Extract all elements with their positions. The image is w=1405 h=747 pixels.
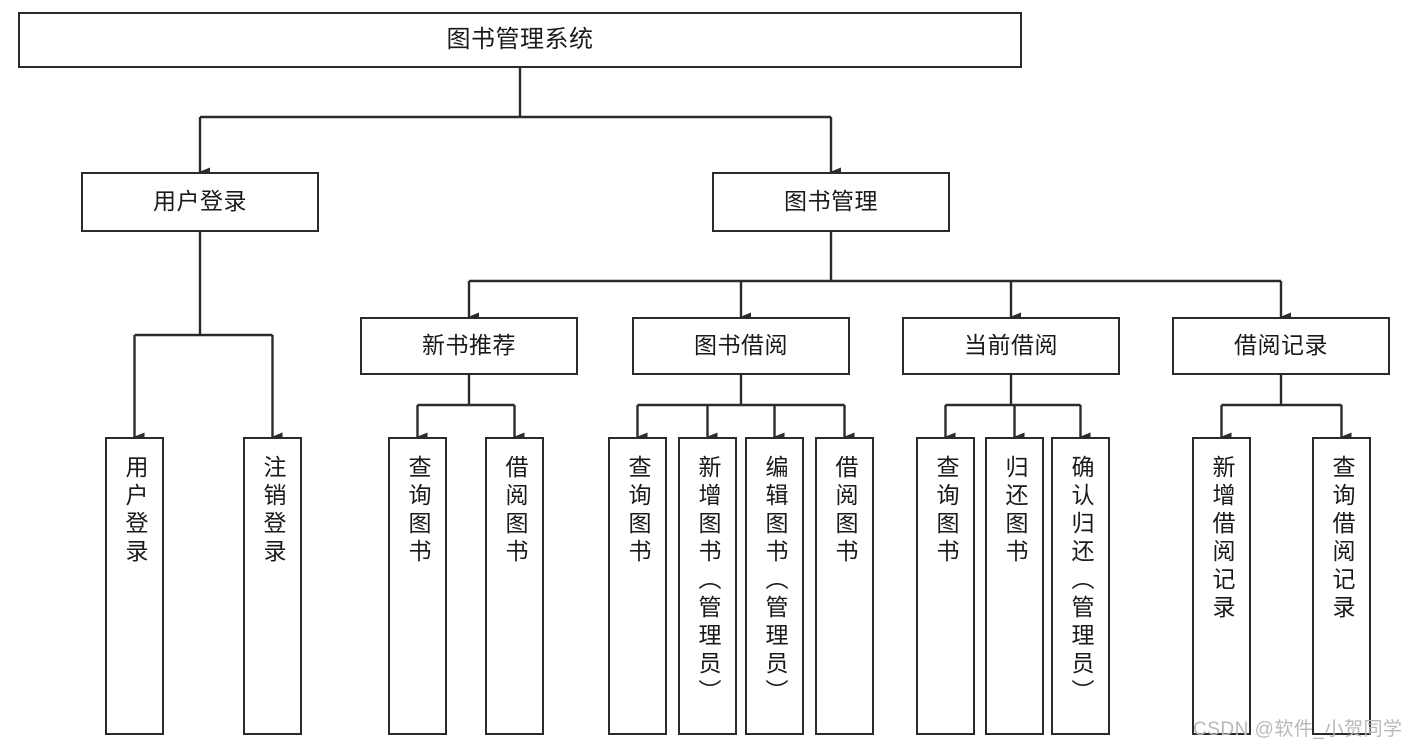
node-label: 图书管理 bbox=[784, 188, 878, 215]
node-login[interactable]: 用户登录 bbox=[81, 172, 319, 232]
node-leaf8[interactable]: 借阅图书 bbox=[815, 437, 874, 735]
watermark: CSDN @软件_小贺同学 bbox=[1193, 719, 1403, 740]
node-label: 图书管理系统 bbox=[446, 25, 594, 53]
node-leaf1[interactable]: 用户登录 bbox=[105, 437, 164, 735]
node-label: 查询图书 bbox=[625, 455, 651, 567]
node-label: 新书推荐 bbox=[422, 332, 516, 359]
node-label: 图书借阅 bbox=[694, 332, 788, 359]
node-label: 归还图书 bbox=[1002, 455, 1028, 567]
node-label: 当前借阅 bbox=[964, 332, 1058, 359]
node-label: 用户登录 bbox=[153, 188, 247, 215]
node-leaf11[interactable]: 确认归还（管理员） bbox=[1051, 437, 1110, 735]
node-records[interactable]: 借阅记录 bbox=[1172, 317, 1390, 375]
node-label: 查询图书 bbox=[933, 455, 959, 567]
node-label: 确认归还（管理员） bbox=[1068, 455, 1094, 707]
node-leaf7[interactable]: 编辑图书（管理员） bbox=[745, 437, 804, 735]
node-label: 借阅记录 bbox=[1234, 332, 1328, 359]
node-leaf12[interactable]: 新增借阅记录 bbox=[1192, 437, 1251, 735]
node-label: 借阅图书 bbox=[832, 455, 858, 567]
node-leaf2[interactable]: 注销登录 bbox=[243, 437, 302, 735]
node-leaf13[interactable]: 查询借阅记录 bbox=[1312, 437, 1371, 735]
node-leaf10[interactable]: 归还图书 bbox=[985, 437, 1044, 735]
node-newbook[interactable]: 新书推荐 bbox=[360, 317, 578, 375]
node-leaf3[interactable]: 查询图书 bbox=[388, 437, 447, 735]
edge-group bbox=[133, 68, 1352, 442]
node-root[interactable]: 图书管理系统 bbox=[18, 12, 1022, 68]
node-label: 用户登录 bbox=[122, 455, 148, 567]
node-label: 新增借阅记录 bbox=[1209, 455, 1235, 623]
node-label: 注销登录 bbox=[260, 455, 286, 567]
node-leaf6[interactable]: 新增图书（管理员） bbox=[678, 437, 737, 735]
node-label: 新增图书（管理员） bbox=[695, 455, 721, 707]
node-leaf4[interactable]: 借阅图书 bbox=[485, 437, 544, 735]
node-leaf9[interactable]: 查询图书 bbox=[916, 437, 975, 735]
node-label: 借阅图书 bbox=[502, 455, 528, 567]
node-label: 查询借阅记录 bbox=[1329, 455, 1355, 623]
node-label: 编辑图书（管理员） bbox=[762, 455, 788, 707]
node-leaf5[interactable]: 查询图书 bbox=[608, 437, 667, 735]
node-current[interactable]: 当前借阅 bbox=[902, 317, 1120, 375]
node-borrow[interactable]: 图书借阅 bbox=[632, 317, 850, 375]
node-bookmgmt[interactable]: 图书管理 bbox=[712, 172, 950, 232]
node-label: 查询图书 bbox=[405, 455, 431, 567]
